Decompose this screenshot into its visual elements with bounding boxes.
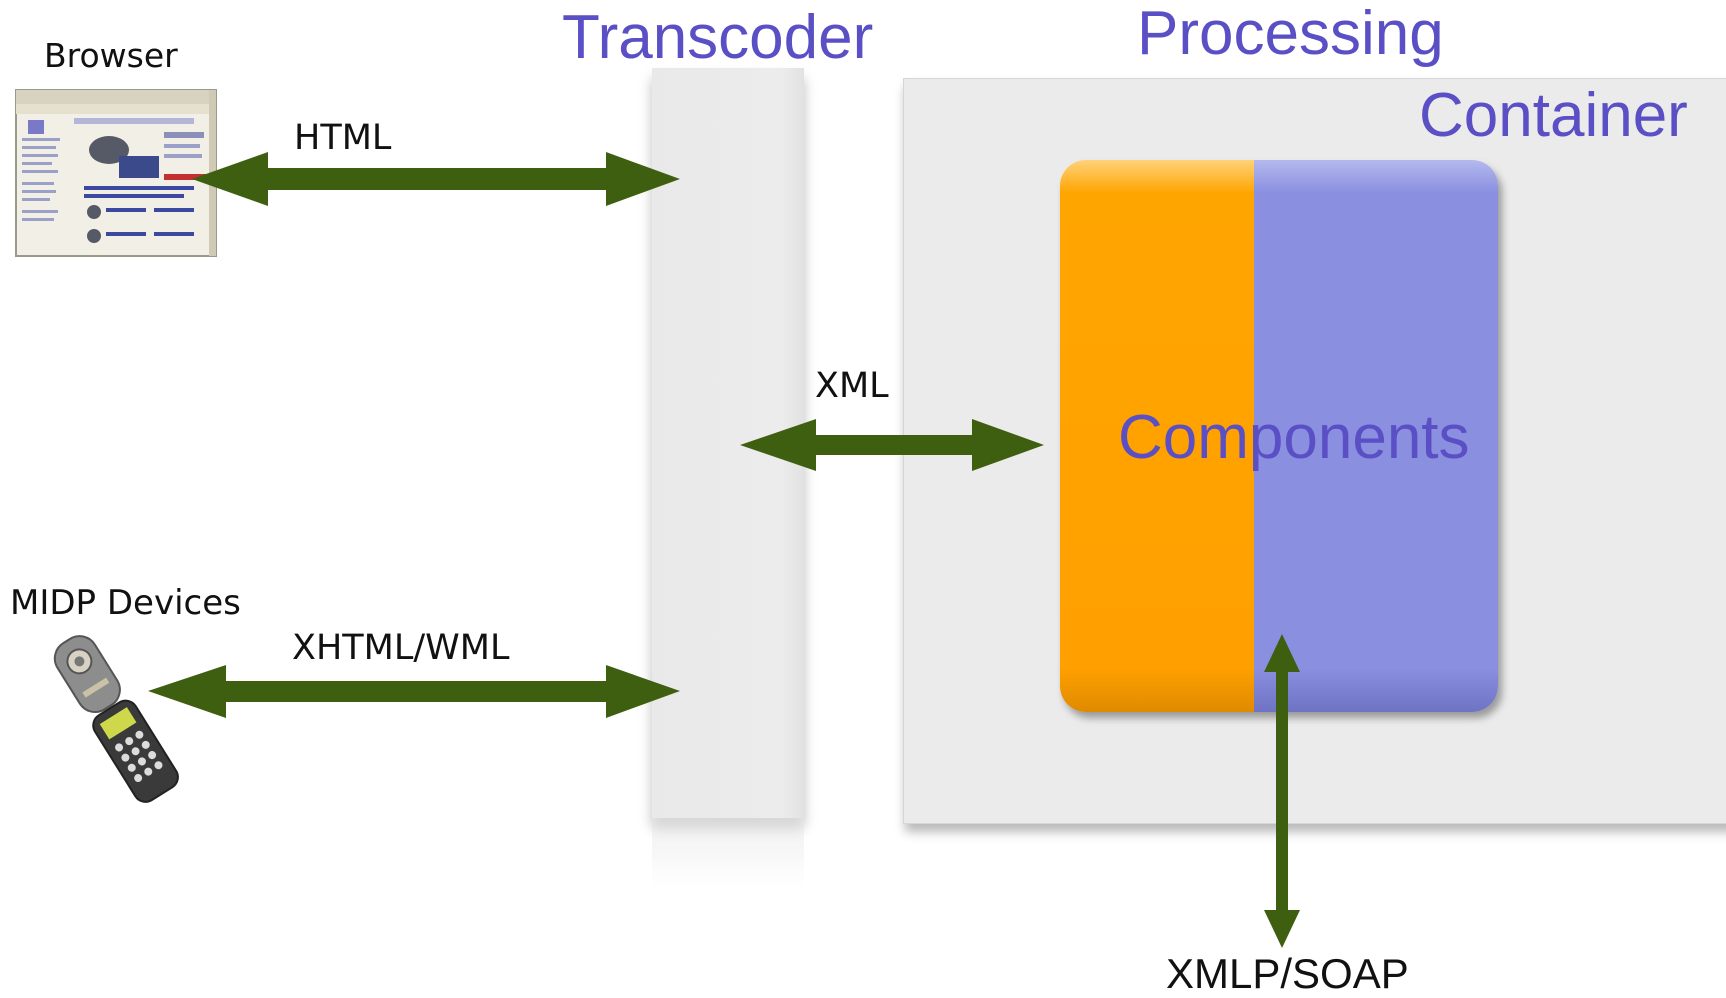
- flip-phone-icon: [40, 620, 200, 810]
- browser-window-icon: [14, 88, 220, 260]
- components-block: [1060, 160, 1498, 712]
- browser-label: Browser: [44, 36, 178, 75]
- html-double-arrow: [192, 152, 680, 206]
- xhtml-wml-double-arrow: [148, 665, 680, 718]
- midp-label: MIDP Devices: [10, 583, 241, 623]
- processing-title: Processing: [1137, 0, 1444, 68]
- xhtml-wml-protocol-label: XHTML/WML: [292, 628, 510, 668]
- components-purple-half: [1254, 160, 1498, 712]
- xmlp-soap-double-arrow: [1264, 634, 1300, 948]
- transcoder-title: Transcoder: [562, 3, 874, 72]
- xmlp-soap-protocol-label: XMLP/SOAP: [1166, 950, 1409, 997]
- xml-double-arrow: [740, 419, 1044, 471]
- container-title: Container: [1419, 81, 1688, 150]
- xml-protocol-label: XML: [815, 366, 889, 406]
- transcoder-reflection: [652, 818, 804, 888]
- components-title: Components: [1118, 403, 1470, 472]
- html-protocol-label: HTML: [294, 118, 392, 158]
- components-orange-half: [1060, 160, 1254, 712]
